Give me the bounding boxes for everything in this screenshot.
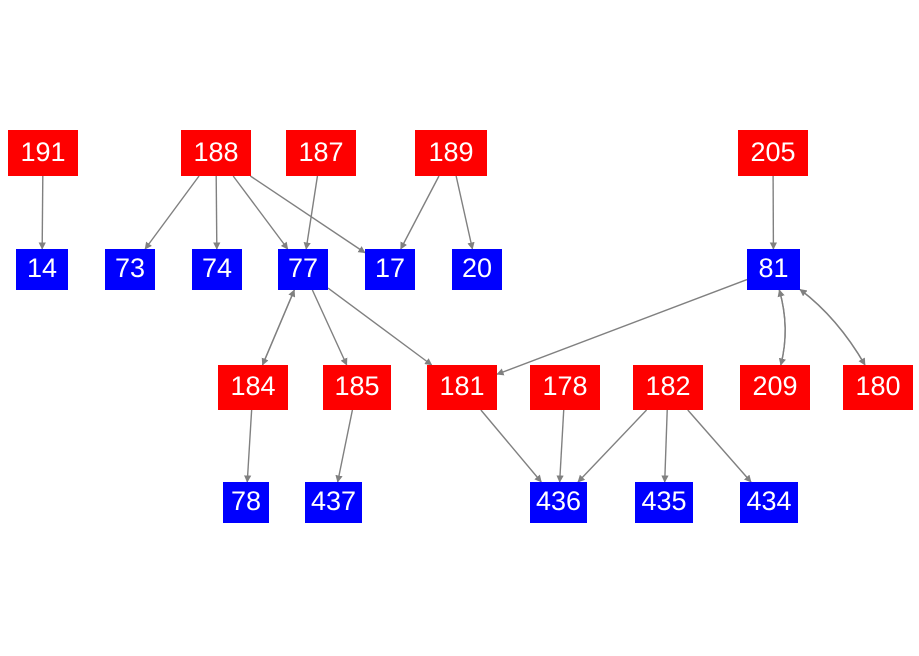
graph-node-188[interactable]: 188 (181, 130, 251, 176)
graph-node-label: 188 (193, 136, 239, 167)
graph-node-81[interactable]: 81 (747, 249, 800, 290)
graph-edge-189-to-17 (400, 175, 440, 250)
graph-edge-182-to-436 (577, 409, 648, 483)
graph-edge-184-to-77 (261, 289, 296, 366)
graph-node-label: 17 (374, 253, 406, 283)
graph-node-187[interactable]: 187 (286, 130, 356, 176)
graph-node-label: 185 (334, 371, 380, 401)
graph-node-436[interactable]: 436 (530, 482, 587, 523)
graph-edge-191-to-14 (38, 175, 46, 250)
graph-edge-181-to-436 (480, 409, 542, 483)
graph-node-205[interactable]: 205 (738, 130, 808, 176)
graph-edge-188-to-77 (232, 175, 289, 250)
graph-node-label: 20 (461, 253, 493, 283)
graph-node-label: 181 (439, 371, 485, 401)
graph-node-435[interactable]: 435 (635, 482, 693, 523)
graph-node-434[interactable]: 434 (740, 482, 798, 523)
graph-node-label: 180 (855, 371, 901, 401)
graph-node-label: 14 (26, 253, 58, 283)
graph-node-label: 189 (428, 136, 474, 167)
graph-edge-180-to-81 (799, 288, 866, 366)
graph-node-185[interactable]: 185 (323, 365, 391, 410)
graph-node-189[interactable]: 189 (415, 130, 487, 176)
graph-node-label: 74 (201, 253, 233, 283)
graph-edge-77-to-185 (311, 289, 348, 366)
graph-node-78[interactable]: 78 (223, 482, 269, 523)
graph-node-209[interactable]: 209 (740, 365, 810, 410)
graph-node-label: 436 (535, 486, 582, 516)
graph-node-184[interactable]: 184 (218, 365, 288, 410)
graph-node-181[interactable]: 181 (427, 365, 497, 410)
graph-edge-77-to-184 (261, 289, 295, 366)
graph-node-182[interactable]: 182 (633, 365, 703, 410)
graph-node-label: 209 (752, 371, 798, 401)
graph-node-180[interactable]: 180 (843, 365, 913, 410)
graph-edge-81-to-209 (778, 289, 786, 366)
graph-edge-81-to-180 (799, 288, 866, 366)
graph-node-17[interactable]: 17 (365, 249, 415, 290)
graph-edge-189-to-20 (455, 175, 475, 250)
graph-edge-187-to-77 (303, 175, 319, 250)
graph-node-178[interactable]: 178 (530, 365, 600, 410)
graph-edge-182-to-435 (661, 409, 669, 483)
graph-node-label: 205 (750, 136, 796, 167)
graph-edge-188-to-74 (213, 175, 221, 250)
graph-edge-184-to-78 (244, 409, 253, 483)
graph-node-74[interactable]: 74 (192, 249, 242, 290)
graph-edge-188-to-73 (144, 175, 200, 250)
graph-node-label: 178 (542, 371, 588, 401)
graph-node-label: 73 (114, 253, 146, 283)
graph-node-label: 81 (758, 253, 789, 283)
graph-node-label: 78 (230, 486, 262, 516)
graph-node-label: 434 (746, 486, 792, 516)
graph-node-14[interactable]: 14 (16, 249, 68, 290)
graph-node-20[interactable]: 20 (452, 249, 502, 290)
graph-edge-185-to-437 (335, 409, 354, 483)
graph-edge-182-to-434 (687, 409, 752, 483)
graph-node-label: 437 (310, 486, 357, 516)
graph-edge-188-to-17 (249, 175, 366, 254)
graph-node-label: 182 (645, 371, 691, 401)
graph-node-77[interactable]: 77 (278, 249, 328, 290)
graph-node-label: 187 (298, 136, 344, 167)
graph-node-label: 191 (20, 136, 66, 167)
graph-node-73[interactable]: 73 (105, 249, 155, 290)
graph-node-label: 184 (230, 371, 276, 401)
graph-edge-77-to-181 (327, 287, 433, 366)
graph-edge-81-to-181 (496, 278, 748, 376)
graph-edge-178-to-436 (556, 409, 565, 483)
graph-node-label: 77 (287, 253, 319, 283)
graph-node-437[interactable]: 437 (305, 482, 362, 523)
edge-group (38, 175, 866, 483)
graph-node-191[interactable]: 191 (8, 130, 78, 176)
graph-edge-209-to-81 (777, 289, 786, 366)
graph-node-label: 435 (641, 486, 687, 516)
